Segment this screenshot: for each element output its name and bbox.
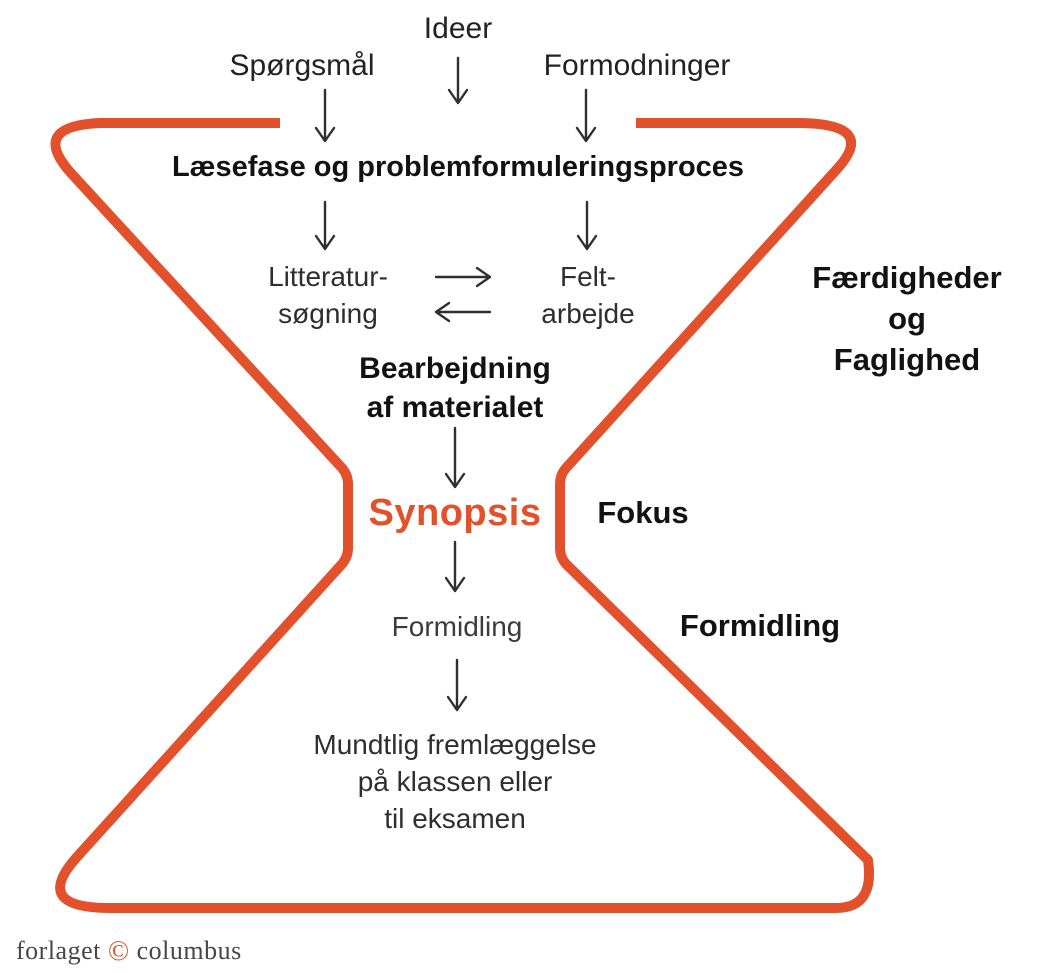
node-sporgsmal: Spørgsmål xyxy=(229,49,375,82)
node-mundtlig-fremlaeggelse: Mundtlig fremlæggelse på klassen eller t… xyxy=(313,726,596,837)
copyright-icon: © xyxy=(107,936,130,967)
side-label-faerdigheder-line1: Færdigheder xyxy=(812,260,1002,295)
side-label-faerdigheder-line2: og xyxy=(888,301,926,336)
node-mundtlig-line1: Mundtlig fremlæggelse xyxy=(313,729,597,760)
node-formidling: Formidling xyxy=(391,611,523,642)
publisher-suffix: columbus xyxy=(136,936,242,965)
down-arrow-icon xyxy=(314,200,336,251)
right-arrow-icon xyxy=(434,266,492,288)
down-arrow-icon xyxy=(444,540,466,593)
node-mundtlig-line3: til eksamen xyxy=(384,803,526,834)
down-arrow-icon xyxy=(447,56,469,105)
down-arrow-icon xyxy=(314,88,336,143)
side-label-formidling: Formidling xyxy=(679,608,841,643)
node-litteratursogning-line1: Litteratur- xyxy=(268,261,388,292)
side-label-faerdigheder-line3: Faglighed xyxy=(833,342,981,377)
node-laesefase: Læsefase og problemformuleringsproces xyxy=(171,151,745,183)
node-bearbejdning-line2: af materialet xyxy=(366,391,544,424)
node-formodninger: Formodninger xyxy=(543,49,731,82)
node-mundtlig-line2: på klassen eller xyxy=(357,766,553,797)
node-feltarbejde-line2: arbejde xyxy=(541,298,635,329)
side-label-faerdigheder: Færdigheder og Faglighed xyxy=(812,257,1001,380)
publisher-logo: forlaget © columbus xyxy=(16,936,242,966)
funnel-outline xyxy=(50,118,874,913)
down-arrow-icon xyxy=(576,200,598,251)
side-label-fokus: Fokus xyxy=(597,495,689,530)
node-ideer: Ideer xyxy=(423,12,493,45)
node-feltarbejde: Felt- arbejde xyxy=(541,258,634,332)
down-arrow-icon xyxy=(444,426,466,489)
down-arrow-icon xyxy=(446,658,468,712)
publisher-prefix: forlaget xyxy=(16,936,101,965)
down-arrow-icon xyxy=(575,88,597,143)
node-bearbejdning-line1: Bearbejdning xyxy=(359,352,551,385)
node-feltarbejde-line1: Felt- xyxy=(560,261,616,292)
node-litteratursogning: Litteratur- søgning xyxy=(268,258,388,332)
node-bearbejdning: Bearbejdning af materialet xyxy=(359,349,551,427)
node-litteratursogning-line2: søgning xyxy=(278,298,378,329)
left-arrow-icon xyxy=(434,301,492,323)
node-synopsis: Synopsis xyxy=(368,492,542,534)
